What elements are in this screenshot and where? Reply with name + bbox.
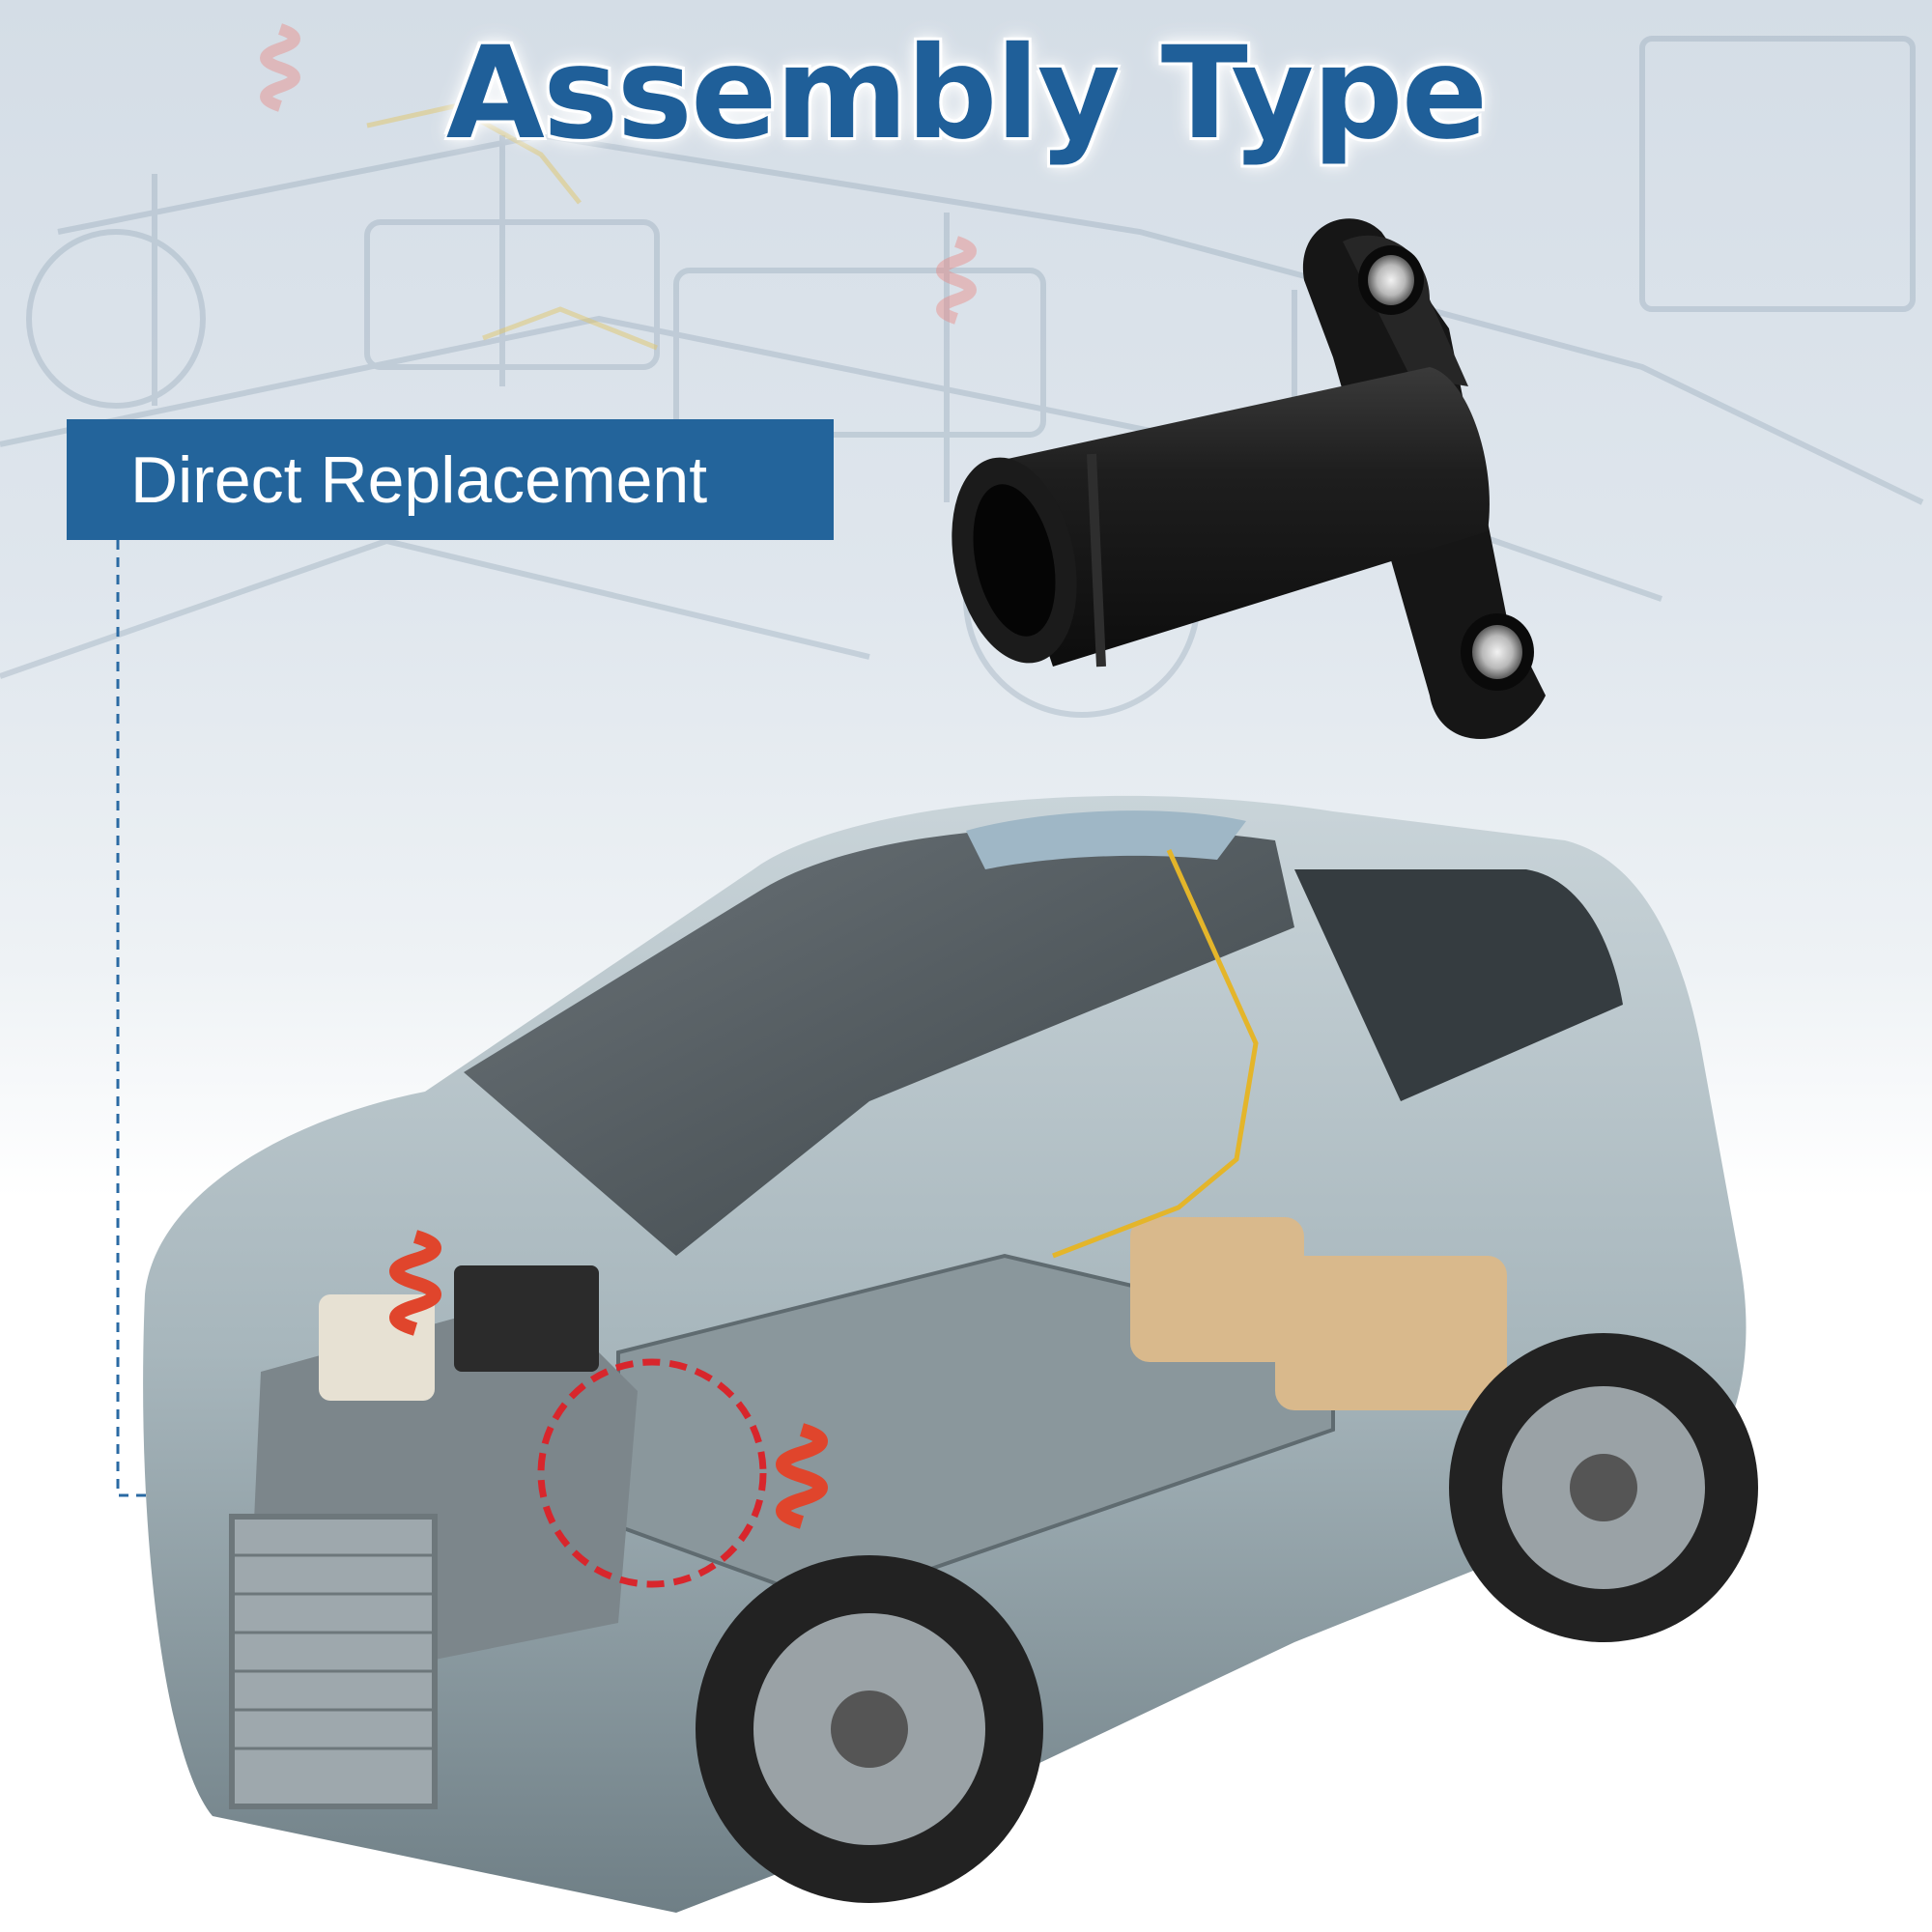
coolant-pipe-image [952,218,1546,740]
vehicle-cutaway-image [143,795,1758,1913]
page-title: Assembly Type [445,19,1489,168]
direct-replacement-badge: Direct Replacement [67,419,834,540]
badge-label: Direct Replacement [130,442,708,517]
